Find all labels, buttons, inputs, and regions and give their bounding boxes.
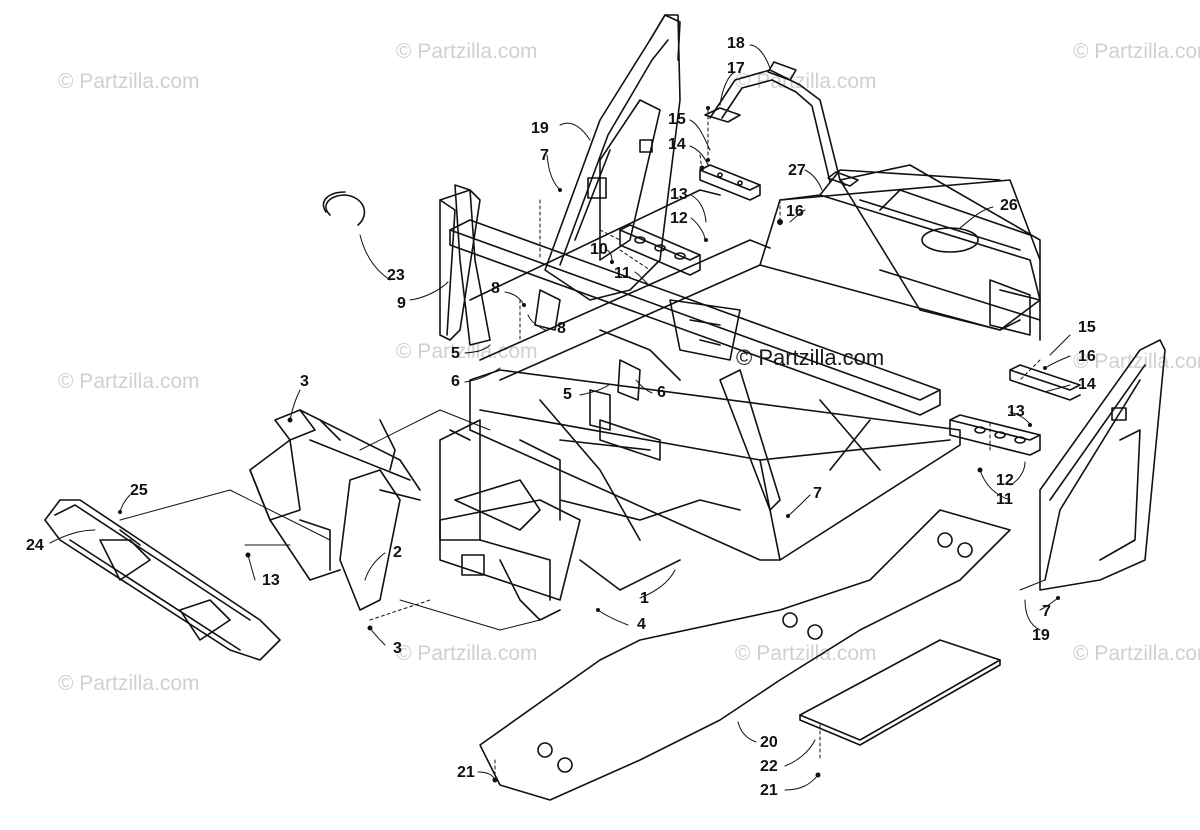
part-callout: 15 <box>668 111 686 128</box>
front-brackets <box>534 289 641 431</box>
part-callout: 19 <box>531 120 549 137</box>
part-callout: 27 <box>788 162 806 179</box>
watermark: © Partzilla.com <box>58 672 200 695</box>
front-bumper <box>44 499 281 661</box>
part-callout: 7 <box>1042 603 1051 620</box>
spring-clip <box>322 191 366 226</box>
seat-bracket-right-upper <box>1009 364 1081 401</box>
part-callout: 6 <box>451 373 460 390</box>
part-callout: 9 <box>397 295 406 312</box>
seat-bracket-right-lower <box>949 414 1041 456</box>
part-callout: 3 <box>393 640 402 657</box>
part-callout: 10 <box>590 241 608 258</box>
part-callout: 12 <box>996 472 1014 489</box>
part-callout: 13 <box>1007 403 1025 420</box>
part-callout: 4 <box>637 616 646 633</box>
grab-bar <box>704 61 859 187</box>
part-callout: 26 <box>1000 197 1018 214</box>
part-callout: 14 <box>668 136 686 153</box>
part-callout: 24 <box>26 537 44 554</box>
part-callout: 15 <box>1078 319 1096 336</box>
part-callout: 18 <box>727 35 745 52</box>
part-callout: 12 <box>670 210 688 227</box>
shock-tower-brace <box>249 409 421 611</box>
watermark: © Partzilla.com <box>396 642 538 665</box>
part-callout: 7 <box>540 147 549 164</box>
watermark: © Partzilla.com <box>396 340 538 363</box>
part-callout: 14 <box>1078 376 1096 393</box>
watermark: © Partzilla.com <box>58 70 200 93</box>
part-callout: 5 <box>451 345 460 362</box>
part-callout: 8 <box>491 280 500 297</box>
watermark: © Partzilla.com <box>1073 642 1200 665</box>
part-callout: 19 <box>1032 627 1050 644</box>
part-callout: 11 <box>996 491 1013 508</box>
watermark: © Partzilla.com <box>735 642 877 665</box>
skid-plate <box>479 509 1011 801</box>
front-frame-section <box>439 419 741 621</box>
main-frame-lower <box>469 299 961 561</box>
part-callout: 21 <box>760 782 778 799</box>
part-callout: 16 <box>786 203 804 220</box>
watermark: © Partzilla.com <box>396 40 538 63</box>
part-callout: 25 <box>130 482 148 499</box>
part-callout: 2 <box>393 544 402 561</box>
part-callout: 20 <box>760 734 778 751</box>
seat-back-frame-left <box>544 14 681 301</box>
seat-back-frame-right <box>1039 339 1166 591</box>
seat-bracket-upper <box>699 164 761 201</box>
part-callout: 22 <box>760 758 778 775</box>
watermark: © Partzilla.com <box>1073 40 1200 63</box>
part-callout: 17 <box>727 60 745 77</box>
seat-bracket-mid <box>619 224 701 276</box>
part-callout: 1 <box>640 590 649 607</box>
part-callout: 11 <box>614 265 631 282</box>
part-callout: 7 <box>813 485 822 502</box>
floor-panel <box>799 639 1001 746</box>
part-callout: 3 <box>300 373 309 390</box>
part-callout: 5 <box>563 386 572 403</box>
part-callout: 23 <box>387 267 405 284</box>
part-callout: 13 <box>262 572 280 589</box>
cargo-bed-frame <box>839 164 1041 341</box>
watermark: © Partzilla.com <box>1073 350 1200 373</box>
part-callout: 21 <box>457 764 475 781</box>
watermark: © Partzilla.com <box>735 70 877 93</box>
part-callout: 13 <box>670 186 688 203</box>
side-arm-bracket <box>454 184 491 346</box>
watermark: © Partzilla.com <box>58 370 200 393</box>
part-callout: 8 <box>557 320 566 337</box>
part-callout: 16 <box>1078 348 1096 365</box>
part-callout: 6 <box>657 384 666 401</box>
